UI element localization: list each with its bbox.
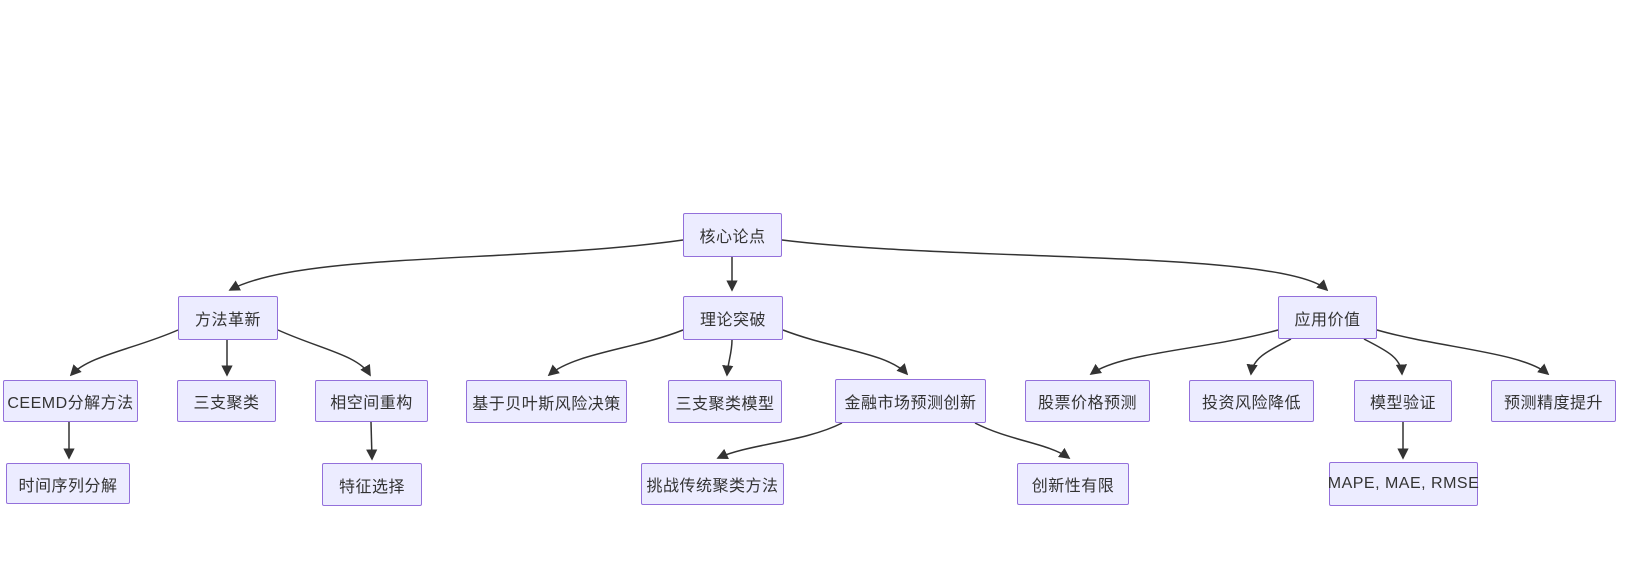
node-model-validation: 模型验证 bbox=[1354, 380, 1452, 422]
edge-theory-breakthrough-to-bayesian-risk-decision bbox=[547, 329, 684, 377]
edge-financial-market-prediction-to-challenge-traditional-clustering bbox=[716, 422, 843, 460]
node-bayesian-risk-decision: 基于贝叶斯风险决策 bbox=[466, 380, 627, 423]
node-feature-selection: 特征选择 bbox=[322, 463, 422, 506]
edge-application-value-to-investment-risk-reduction bbox=[1246, 338, 1292, 376]
node-core-thesis: 核心论点 bbox=[683, 213, 782, 257]
node-phase-space-reconstruction: 相空间重构 bbox=[315, 380, 428, 422]
edge-application-value-to-model-validation bbox=[1363, 338, 1408, 376]
edge-theory-breakthrough-to-three-way-clustering-model bbox=[722, 339, 734, 377]
edge-method-innovation-to-ceemd-decomposition bbox=[69, 329, 179, 377]
edge-core-thesis-to-method-innovation bbox=[228, 239, 684, 291]
edge-application-value-to-prediction-accuracy bbox=[1376, 329, 1550, 376]
edge-financial-market-prediction-to-limited-innovation bbox=[974, 422, 1071, 459]
node-method-innovation: 方法革新 bbox=[178, 296, 278, 340]
edge-phase-space-reconstruction-to-feature-selection bbox=[366, 421, 378, 461]
edge-core-thesis-to-application-value bbox=[781, 239, 1329, 292]
edge-application-value-to-stock-price-prediction bbox=[1089, 329, 1279, 375]
node-theory-breakthrough: 理论突破 bbox=[683, 296, 783, 340]
edge-theory-breakthrough-to-financial-market-prediction bbox=[782, 329, 909, 376]
node-application-value: 应用价值 bbox=[1278, 296, 1377, 339]
node-prediction-accuracy-improvement: 预测精度提升 bbox=[1491, 380, 1616, 422]
edge-method-innovation-to-phase-space-reconstruction bbox=[277, 329, 371, 377]
node-financial-market-prediction-innovation: 金融市场预测创新 bbox=[835, 379, 986, 423]
node-stock-price-prediction: 股票价格预测 bbox=[1025, 380, 1150, 422]
node-ceemd-decomposition: CEEMD分解方法 bbox=[3, 380, 138, 422]
node-limited-innovation: 创新性有限 bbox=[1017, 463, 1129, 505]
node-three-way-clustering-model: 三支聚类模型 bbox=[668, 380, 782, 423]
node-three-way-clustering: 三支聚类 bbox=[177, 380, 276, 422]
node-investment-risk-reduction: 投资风险降低 bbox=[1189, 380, 1314, 422]
node-challenge-traditional-clustering: 挑战传统聚类方法 bbox=[641, 463, 784, 505]
node-time-series-decomposition: 时间序列分解 bbox=[6, 463, 130, 504]
node-evaluation-metrics: MAPE, MAE, RMSE bbox=[1328, 462, 1479, 506]
